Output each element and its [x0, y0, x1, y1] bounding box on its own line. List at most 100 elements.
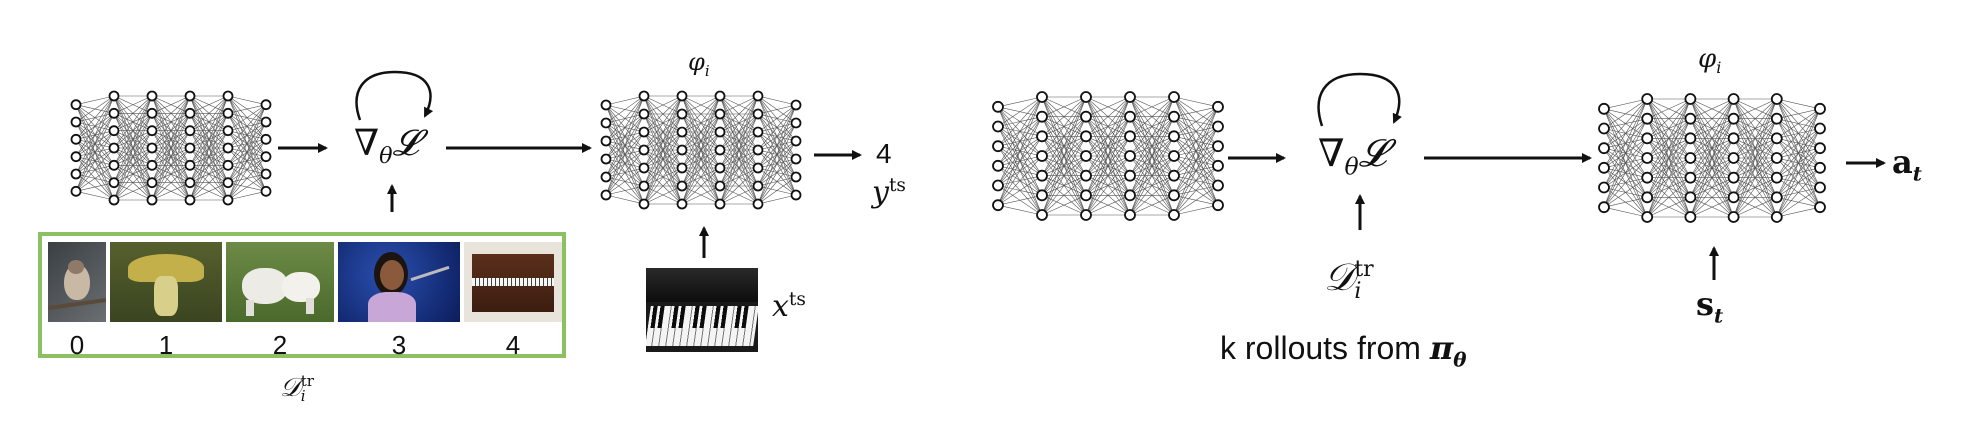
- network-edge: [719, 167, 759, 205]
- network-edge: [605, 149, 645, 196]
- network-edge: [113, 182, 153, 201]
- theta-subscript: θ: [379, 143, 393, 170]
- loss-symbol-right: 𝓛: [1358, 131, 1387, 175]
- network-node: [260, 168, 272, 180]
- loss-symbol: 𝓛: [392, 123, 419, 164]
- network-edge: [1603, 118, 1648, 208]
- network-edge: [1647, 98, 1691, 119]
- network-edge: [1690, 98, 1734, 159]
- network-edge: [1776, 108, 1821, 198]
- support-thumb-singer: [338, 242, 460, 322]
- network-base-right: [992, 91, 1224, 221]
- network-edge: [1776, 108, 1821, 178]
- network-edge: [1690, 138, 1734, 218]
- network-edge: [1646, 118, 1691, 218]
- network-edge: [1041, 96, 1087, 216]
- network-edge: [1041, 195, 1087, 216]
- network-node: [1168, 189, 1180, 202]
- network-edge: [997, 96, 1043, 127]
- network-edge: [1646, 98, 1691, 178]
- network-edge: [189, 95, 229, 166]
- support-thumb-mushroom: [110, 242, 222, 322]
- network-edge: [757, 104, 797, 151]
- network-edge: [1041, 96, 1087, 176]
- network-node: [1727, 112, 1740, 125]
- network-edge: [1041, 116, 1087, 216]
- data-superscript-right: tr: [1354, 256, 1374, 282]
- network-edge: [75, 95, 115, 157]
- network-edge: [113, 165, 153, 201]
- network-edge: [113, 95, 153, 149]
- network-edge: [605, 95, 645, 124]
- network-edge: [719, 95, 759, 169]
- support-label-4: 4: [505, 330, 521, 360]
- network-edge: [1733, 138, 1778, 218]
- network-edge: [681, 95, 721, 151]
- theta-subscript-right: θ: [1344, 152, 1359, 181]
- network-edge: [227, 104, 267, 166]
- network-node: [638, 180, 650, 192]
- network-edge: [605, 113, 645, 196]
- network-base-left: [70, 90, 272, 206]
- network-node: [260, 133, 272, 145]
- network-edge: [227, 104, 267, 201]
- y-ts-label: yts: [872, 176, 906, 208]
- network-node: [1598, 102, 1610, 115]
- network-node: [1641, 211, 1654, 223]
- network-node: [1641, 171, 1654, 184]
- network-edge: [113, 95, 153, 201]
- network-edge: [643, 95, 683, 169]
- network-edge: [1603, 98, 1648, 110]
- network-node: [676, 108, 688, 120]
- network-edge: [189, 113, 229, 201]
- network-edge: [1690, 98, 1734, 139]
- rollouts-caption: k rollouts from πθ: [1220, 332, 1466, 369]
- network-edge: [643, 95, 683, 151]
- network-node: [714, 90, 726, 102]
- network-edge: [719, 95, 759, 205]
- network-edge: [997, 195, 1043, 206]
- network-node: [752, 198, 764, 210]
- network-edge: [757, 104, 797, 187]
- network-edge: [1646, 138, 1691, 218]
- network-edge: [1733, 98, 1778, 139]
- x-superscript: ts: [788, 289, 806, 310]
- network-edge: [227, 173, 267, 201]
- network-node: [790, 189, 802, 201]
- network-edge: [189, 182, 229, 201]
- network-edge: [757, 104, 797, 115]
- network-edge: [1085, 96, 1131, 196]
- network-node: [1727, 93, 1740, 105]
- network-edge: [151, 95, 191, 201]
- network-edge: [1129, 96, 1175, 117]
- network-edge: [151, 95, 191, 183]
- network-node: [108, 177, 120, 189]
- network-node: [108, 90, 120, 102]
- network-edge: [151, 182, 191, 201]
- network-node: [1124, 130, 1136, 143]
- network-edge: [681, 149, 721, 205]
- network-edge: [75, 182, 115, 192]
- network-edge: [643, 95, 683, 187]
- network-node: [600, 135, 612, 147]
- network-node: [752, 126, 764, 138]
- network-edge: [997, 204, 1043, 216]
- network-node: [992, 100, 1004, 113]
- network-edge: [643, 95, 683, 133]
- network-node: [1036, 91, 1048, 103]
- network-edge: [1041, 155, 1087, 216]
- network-edge: [113, 95, 153, 114]
- phi-subscript-right: i: [1716, 58, 1722, 78]
- network-node: [1212, 140, 1224, 153]
- network-node: [1124, 150, 1136, 162]
- network-edge: [113, 113, 153, 201]
- network-edge: [997, 96, 1043, 166]
- network-node: [1080, 110, 1092, 123]
- network-edge: [1776, 187, 1821, 218]
- network-edge: [757, 176, 797, 205]
- network-edge: [1646, 98, 1691, 218]
- network-edge: [1085, 136, 1131, 216]
- network-node: [1814, 102, 1826, 115]
- network-node: [184, 142, 196, 154]
- network-edge: [1173, 165, 1219, 216]
